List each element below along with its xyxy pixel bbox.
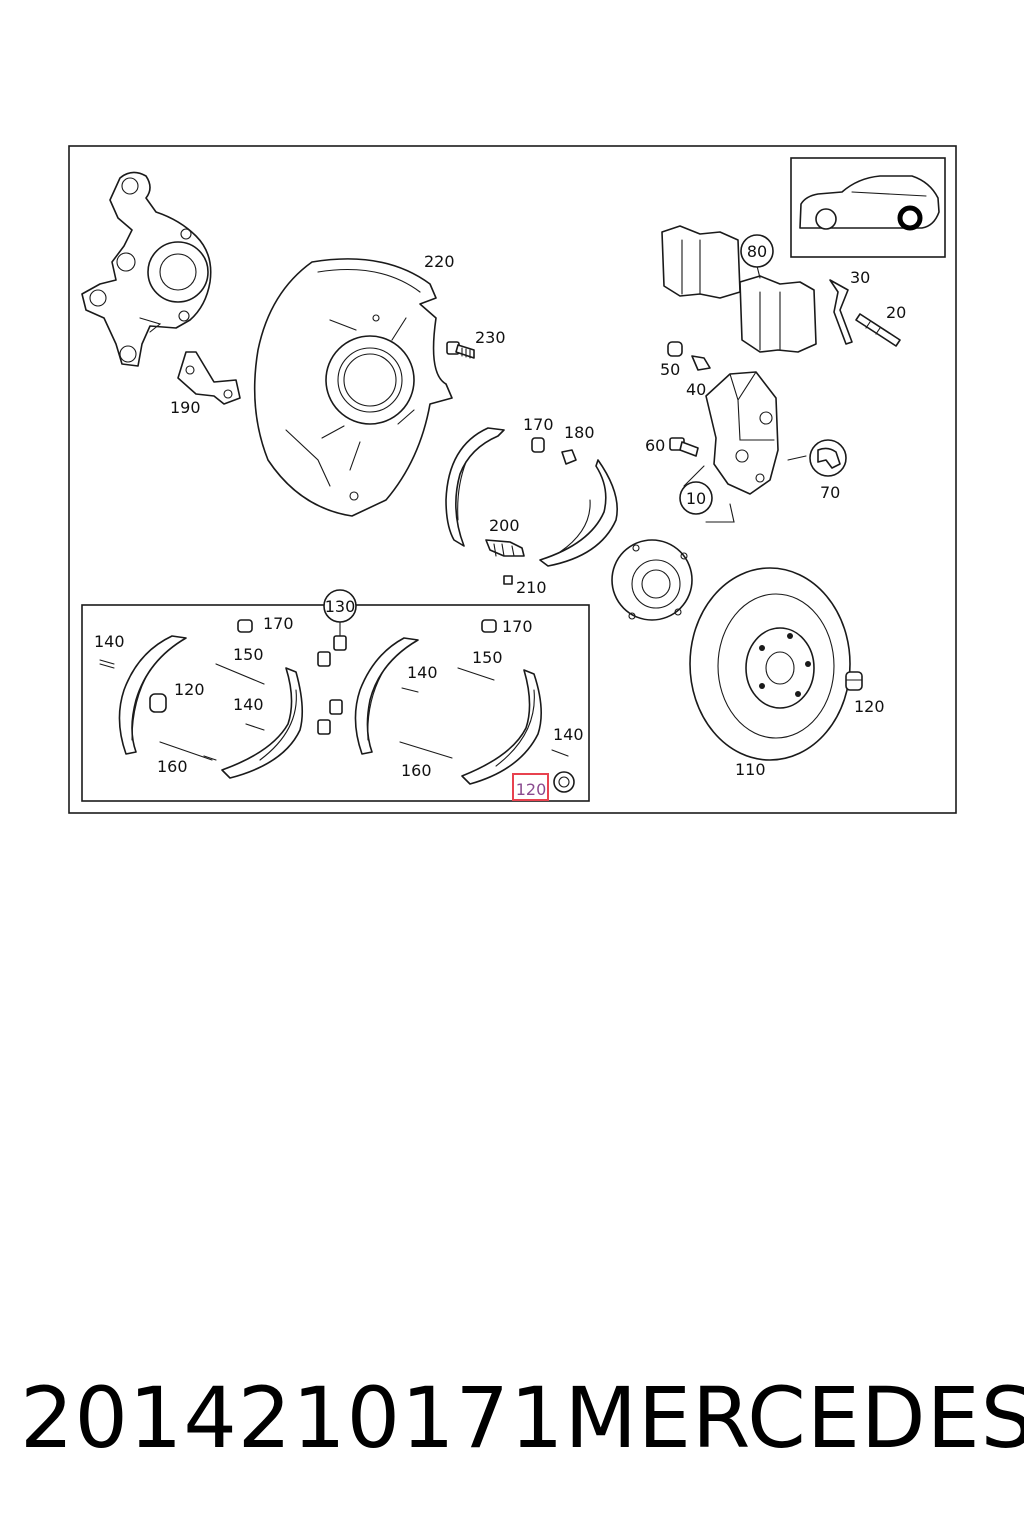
exploded-parts-diagram: 80 10 130 220 230 190 170 180 200 210 30… [68, 145, 957, 814]
callout-170: 170 [523, 415, 554, 434]
shoe-kit-left-pair [99, 635, 304, 779]
disc-screw [845, 671, 863, 691]
selection-highlight [512, 773, 549, 801]
part-number: 2014210171 [20, 1369, 565, 1467]
callout-10: 10 [686, 489, 706, 508]
parking-brake-shoe-left [445, 427, 505, 547]
callout-110: 110 [735, 760, 766, 779]
callout-120-disc: 120 [854, 697, 885, 716]
diagram-frame [68, 145, 957, 814]
bolt [446, 341, 475, 359]
callout-190: 190 [170, 398, 201, 417]
steering-knuckle [81, 171, 212, 367]
callout-210: 210 [516, 578, 547, 597]
callout-140-d: 140 [553, 725, 584, 744]
backing-plate [253, 258, 453, 517]
callout-230: 230 [475, 328, 506, 347]
callout-150-b: 150 [472, 648, 503, 667]
callout-130: 130 [325, 597, 356, 616]
callout-180: 180 [564, 423, 595, 442]
caliper-small-parts [667, 341, 711, 457]
brake-disc [689, 567, 851, 761]
bracket [177, 351, 241, 405]
car-location-inset [790, 157, 946, 258]
callout-200: 200 [489, 516, 520, 535]
callout-170-a: 170 [263, 614, 294, 633]
guide-pins [829, 279, 901, 347]
callout-80: 80 [747, 242, 767, 261]
callout-labels: 220 230 190 170 180 200 210 30 20 50 40 … [94, 252, 906, 780]
callout-140-a: 140 [94, 632, 125, 651]
brand-name: MERCEDES [564, 1369, 1024, 1467]
brake-pads [661, 225, 817, 353]
callout-220: 220 [424, 252, 455, 271]
callout-160-b: 160 [401, 761, 432, 780]
callout-160-a: 160 [157, 757, 188, 776]
rear-wheel-marker [897, 205, 923, 231]
callout-120-selected: 120 [516, 780, 547, 799]
callout-150-a: 150 [233, 645, 264, 664]
wheel-hub [611, 539, 693, 621]
callout-30: 30 [850, 268, 870, 287]
adjuster-parts [485, 437, 577, 585]
wrench-icon [787, 439, 847, 477]
callout-50: 50 [660, 360, 680, 379]
callout-20: 20 [886, 303, 906, 322]
callout-140-c: 140 [407, 663, 438, 682]
part-footer: 2014210171 MERCEDES [20, 1368, 1024, 1468]
shoe-kit-fasteners [237, 619, 497, 735]
callout-40: 40 [686, 380, 706, 399]
parking-brake-shoe-right [539, 459, 618, 567]
brake-caliper [705, 371, 779, 523]
callout-60: 60 [645, 436, 665, 455]
callout-170-b: 170 [502, 617, 533, 636]
callout-140-b: 140 [233, 695, 264, 714]
selected-callout-120[interactable]: 120 [512, 773, 549, 801]
shoe-kit-right-pair [354, 637, 575, 793]
callout-70: 70 [820, 483, 840, 502]
circled-callouts: 80 10 130 [323, 234, 774, 623]
callout-120-b: 120 [174, 680, 205, 699]
